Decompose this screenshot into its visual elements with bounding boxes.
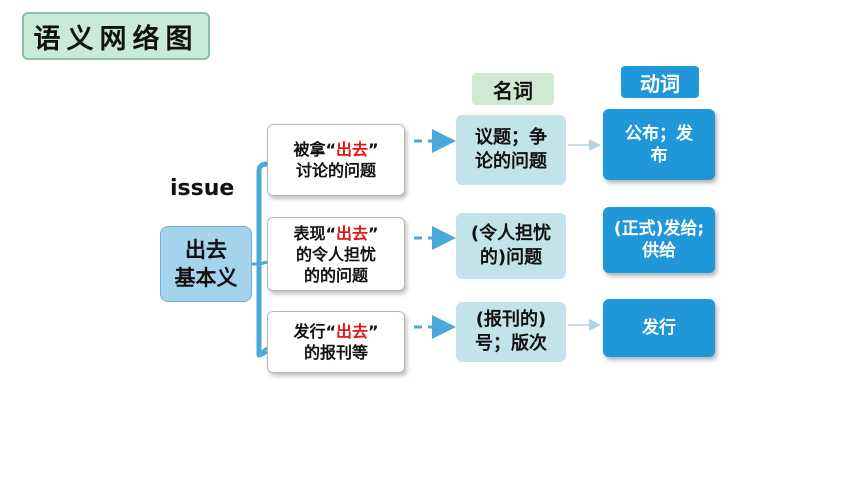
noun-3-line2: 号；版次 <box>475 333 547 354</box>
bracket-line <box>252 163 268 354</box>
sense-2-line1: 表现“出去” <box>293 223 378 244</box>
noun-column-header: 名词 <box>472 73 554 105</box>
sense-3-pre: 发行“ <box>293 322 336 341</box>
noun-1-line2: 论的问题 <box>475 151 547 172</box>
sense-2-post: ” <box>368 223 379 243</box>
sense-1-pre: 被拿“ <box>293 140 336 159</box>
sense-3-post: ” <box>368 322 379 341</box>
headword: issue <box>170 176 235 201</box>
core-meaning-line2: 基本义 <box>174 266 238 290</box>
sense-box-2: 表现“出去” 的令人担忧 的的问题 <box>267 217 405 291</box>
verb-column-header: 动词 <box>621 66 699 98</box>
sense-3-line2: 的报刊等 <box>303 343 368 362</box>
sense-1-post: ” <box>368 140 379 159</box>
sense-box-3: 发行“出去” 的报刊等 <box>267 311 405 373</box>
core-meaning-box: 出去 基本义 <box>160 226 252 302</box>
sense-2-line2: 的令人担忧 <box>295 244 376 264</box>
verb-box-1: 公布；发 布 <box>603 109 715 180</box>
verb-2-line1: (正式)发给; <box>613 219 705 239</box>
noun-1-line1: 议题；争 <box>475 127 547 148</box>
noun-box-1: 议题；争 论的问题 <box>456 115 566 185</box>
sense-3-line1: 发行“出去” <box>293 321 378 342</box>
verb-box-2: (正式)发给; 供给 <box>603 207 715 273</box>
noun-box-3: (报刊的) 号；版次 <box>456 302 566 362</box>
verb-2-line2: 供给 <box>642 241 676 261</box>
verb-3-line1: 发行 <box>642 318 676 338</box>
bracket-top <box>256 161 268 358</box>
verb-1-line2: 布 <box>650 145 668 166</box>
page-title: 语义网络图 <box>22 12 210 60</box>
noun-2-line2: 的)问题 <box>479 247 543 268</box>
verb-1-line1: 公布；发 <box>625 123 693 144</box>
sense-2-highlight: 出去 <box>336 223 369 243</box>
sense-2-pre: 表现“ <box>293 223 336 243</box>
core-meaning-line1: 出去 <box>185 238 227 262</box>
sense-1-line1: 被拿“出去” <box>293 139 378 160</box>
verb-box-3: 发行 <box>603 299 715 357</box>
sense-2-line3: 的的问题 <box>303 265 368 285</box>
sense-1-line2: 讨论的问题 <box>295 161 376 180</box>
sense-1-highlight: 出去 <box>336 140 369 159</box>
sense-3-highlight: 出去 <box>336 322 369 341</box>
noun-3-line1: (报刊的) <box>475 309 547 330</box>
sense-box-1: 被拿“出去” 讨论的问题 <box>267 124 405 196</box>
noun-2-line1: (令人担忧 <box>470 223 552 244</box>
noun-box-2: (令人担忧 的)问题 <box>456 213 566 279</box>
